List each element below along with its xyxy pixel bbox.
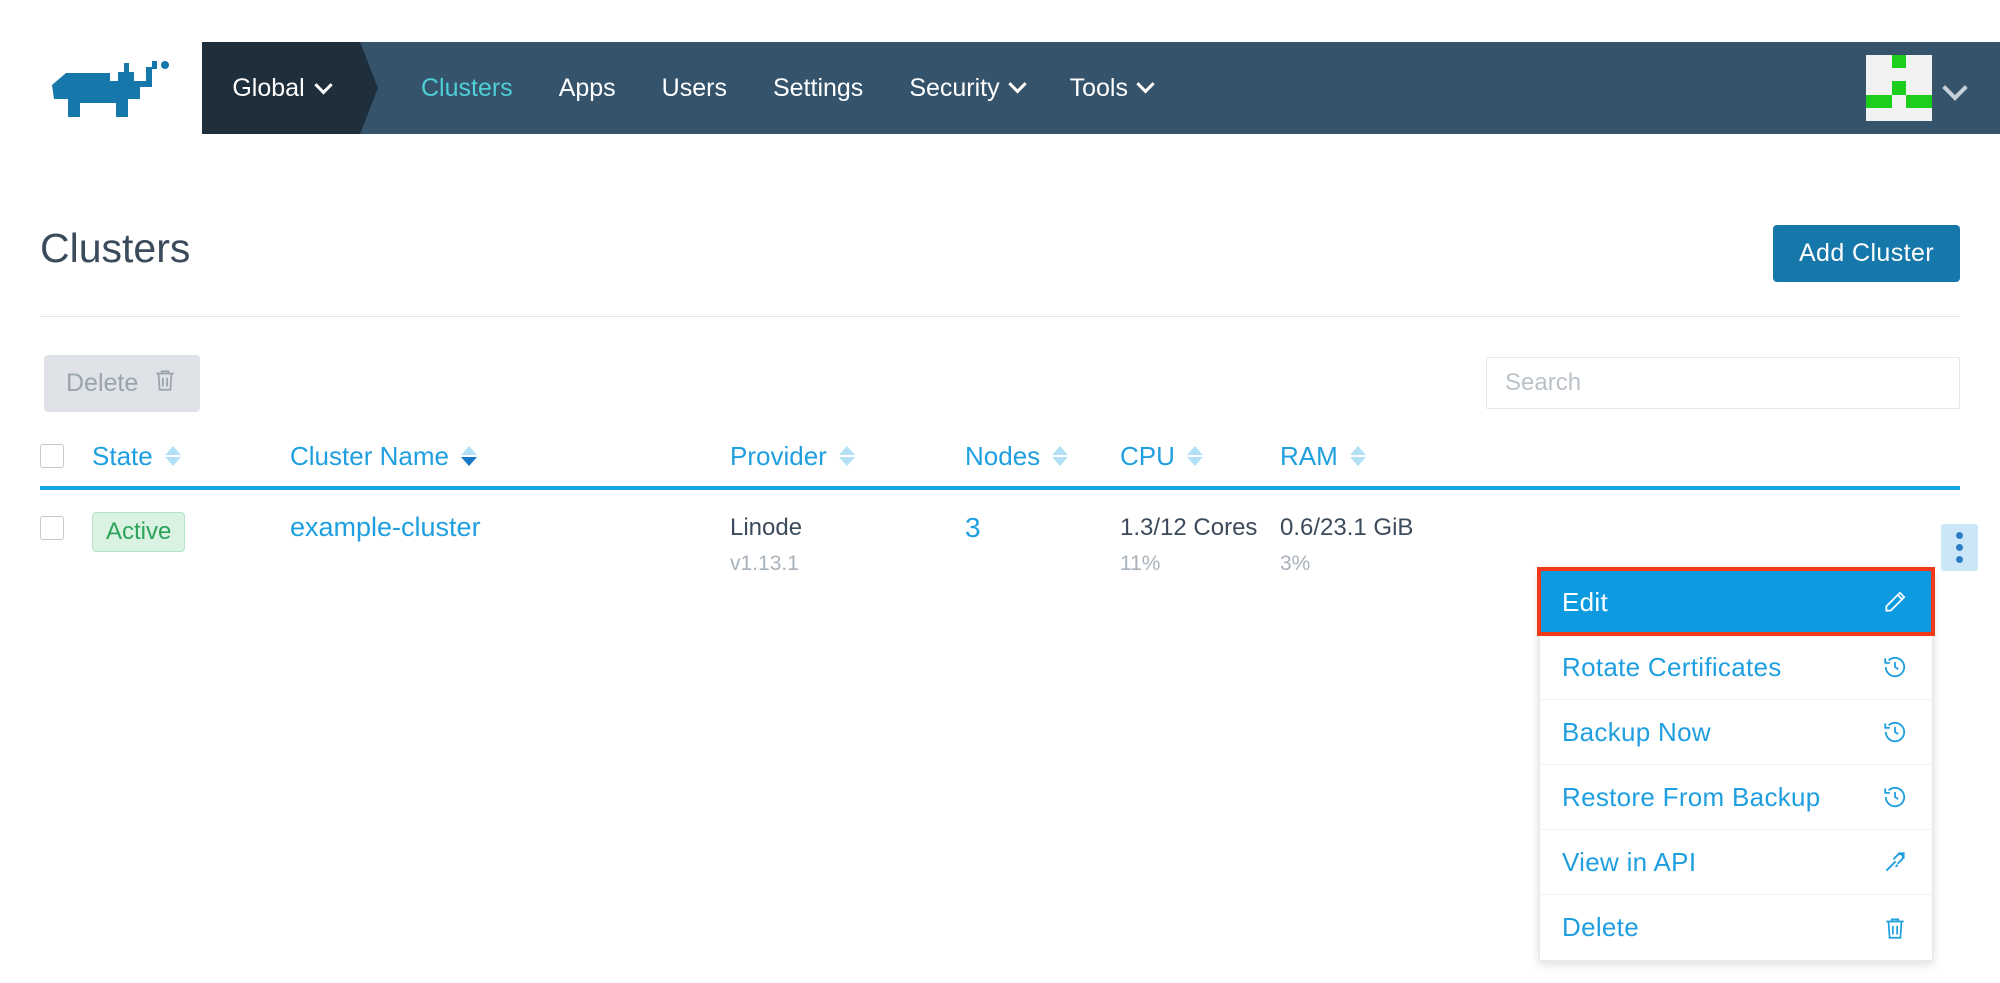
kebab-dot bbox=[1956, 556, 1963, 563]
delete-button-label: Delete bbox=[66, 369, 139, 397]
column-label: CPU bbox=[1120, 440, 1175, 471]
add-cluster-button[interactable]: Add Cluster bbox=[1772, 225, 1960, 282]
column-label: Nodes bbox=[965, 440, 1041, 471]
column-header-state[interactable]: State bbox=[92, 441, 290, 472]
nav-item-settings[interactable]: Settings bbox=[750, 42, 886, 134]
nav-item-label: Users bbox=[661, 73, 727, 102]
column-header-ram[interactable]: RAM bbox=[1280, 441, 1530, 472]
nav-item-clusters[interactable]: Clusters bbox=[398, 42, 536, 134]
ram-percent: 3% bbox=[1280, 552, 1311, 576]
column-header-provider[interactable]: Provider bbox=[730, 441, 965, 472]
menu-item-label: Backup Now bbox=[1562, 716, 1711, 747]
sort-toggle-icon[interactable] bbox=[1186, 446, 1203, 466]
kebab-dot bbox=[1956, 544, 1963, 551]
menu-item-label: Edit bbox=[1562, 586, 1609, 617]
page-title: Clusters bbox=[40, 225, 191, 271]
search-input[interactable] bbox=[1486, 357, 1960, 409]
cpu-percent: 11% bbox=[1120, 552, 1161, 576]
sort-toggle-icon[interactable] bbox=[838, 446, 855, 466]
top-navigation-bar: Global Clusters Apps Users Settings Secu… bbox=[202, 42, 2000, 134]
nav-context-arrow bbox=[360, 42, 378, 134]
menu-item-label: Restore From Backup bbox=[1562, 781, 1821, 812]
cell-provider: Linode v1.13.1 bbox=[730, 512, 965, 576]
clusters-table: State Cluster Name Provider Nodes CPU RA… bbox=[40, 430, 1960, 580]
table-row: Active example-cluster Linode v1.13.1 3 … bbox=[40, 490, 1960, 580]
menu-item-backup-now[interactable]: Backup Now bbox=[1540, 700, 1932, 765]
nav-item-security[interactable]: Security bbox=[886, 42, 1046, 134]
external-link-icon bbox=[1880, 849, 1910, 875]
kebab-dot bbox=[1956, 532, 1963, 539]
sort-toggle-icon[interactable] bbox=[1349, 446, 1366, 466]
provider-name: Linode bbox=[730, 514, 803, 541]
column-label: State bbox=[92, 440, 153, 471]
pencil-icon bbox=[1880, 589, 1910, 615]
cell-state: Active bbox=[92, 512, 290, 552]
cluster-name-link[interactable]: example-cluster bbox=[290, 512, 481, 542]
cell-nodes: 3 bbox=[965, 512, 1120, 544]
column-header-cpu[interactable]: CPU bbox=[1120, 441, 1280, 472]
column-header-nodes[interactable]: Nodes bbox=[965, 441, 1120, 472]
column-label: Cluster Name bbox=[290, 440, 449, 471]
nav-item-label: Tools bbox=[1069, 73, 1128, 102]
provider-version: v1.13.1 bbox=[730, 552, 799, 576]
cell-cpu: 1.3/12 Cores 11% bbox=[1120, 512, 1280, 576]
nav-item-users[interactable]: Users bbox=[639, 42, 750, 134]
global-context-label: Global bbox=[232, 73, 305, 102]
sort-toggle-icon[interactable] bbox=[460, 446, 477, 466]
menu-item-edit[interactable]: Edit bbox=[1540, 570, 1932, 635]
history-icon bbox=[1880, 784, 1910, 810]
menu-item-label: Rotate Certificates bbox=[1562, 651, 1782, 682]
account-menu[interactable] bbox=[1866, 42, 1968, 134]
row-select-checkbox[interactable] bbox=[40, 516, 64, 540]
nav-item-label: Settings bbox=[772, 73, 864, 102]
chevron-down-icon bbox=[1136, 74, 1155, 93]
nodes-count-link[interactable]: 3 bbox=[965, 512, 981, 543]
global-context-selector[interactable]: Global bbox=[202, 42, 360, 134]
row-select-cell bbox=[40, 512, 92, 540]
chevron-down-icon bbox=[1007, 74, 1027, 93]
sort-toggle-icon[interactable] bbox=[164, 446, 181, 466]
history-icon bbox=[1880, 654, 1910, 680]
rancher-rhino-logo[interactable] bbox=[40, 55, 180, 123]
column-label: RAM bbox=[1280, 440, 1338, 471]
cell-ram: 0.6/23.1 GiB 3% bbox=[1280, 512, 1530, 576]
trash-icon bbox=[152, 367, 178, 400]
header-divider bbox=[40, 316, 1960, 317]
menu-item-restore-from-backup[interactable]: Restore From Backup bbox=[1540, 765, 1932, 830]
sort-toggle-icon[interactable] bbox=[1052, 446, 1069, 466]
status-badge: Active bbox=[92, 512, 186, 552]
row-action-menu: Edit Rotate Certificates Backup Now Rest… bbox=[1539, 569, 1933, 961]
column-header-cluster-name[interactable]: Cluster Name bbox=[290, 441, 730, 472]
ram-usage: 0.6/23.1 GiB bbox=[1280, 514, 1414, 541]
nav-item-label: Security bbox=[909, 73, 1000, 102]
menu-item-label: View in API bbox=[1562, 846, 1697, 877]
nav-items: Clusters Apps Users Settings Security To… bbox=[360, 42, 1175, 134]
cpu-usage: 1.3/12 Cores bbox=[1120, 514, 1258, 541]
user-identicon-avatar bbox=[1866, 55, 1932, 121]
chevron-down-icon bbox=[1942, 75, 1968, 101]
nav-item-label: Apps bbox=[558, 73, 616, 102]
kebab-menu-icon[interactable] bbox=[1941, 524, 1978, 571]
history-icon bbox=[1880, 719, 1910, 745]
menu-item-delete[interactable]: Delete bbox=[1540, 895, 1932, 960]
chevron-down-icon bbox=[313, 76, 333, 95]
nav-item-apps[interactable]: Apps bbox=[536, 42, 639, 134]
table-header-row: State Cluster Name Provider Nodes CPU RA… bbox=[40, 430, 1960, 490]
column-label: Provider bbox=[730, 440, 827, 471]
menu-item-rotate-certificates[interactable]: Rotate Certificates bbox=[1540, 635, 1932, 700]
nav-item-tools[interactable]: Tools bbox=[1047, 42, 1175, 134]
menu-item-view-in-api[interactable]: View in API bbox=[1540, 830, 1932, 895]
menu-item-label: Delete bbox=[1562, 912, 1639, 942]
select-all-cell bbox=[40, 444, 92, 468]
select-all-checkbox[interactable] bbox=[40, 444, 64, 468]
nav-item-label: Clusters bbox=[421, 73, 513, 102]
delete-selected-button[interactable]: Delete bbox=[44, 355, 201, 412]
cell-cluster-name: example-cluster bbox=[290, 512, 730, 543]
trash-icon bbox=[1880, 915, 1910, 941]
